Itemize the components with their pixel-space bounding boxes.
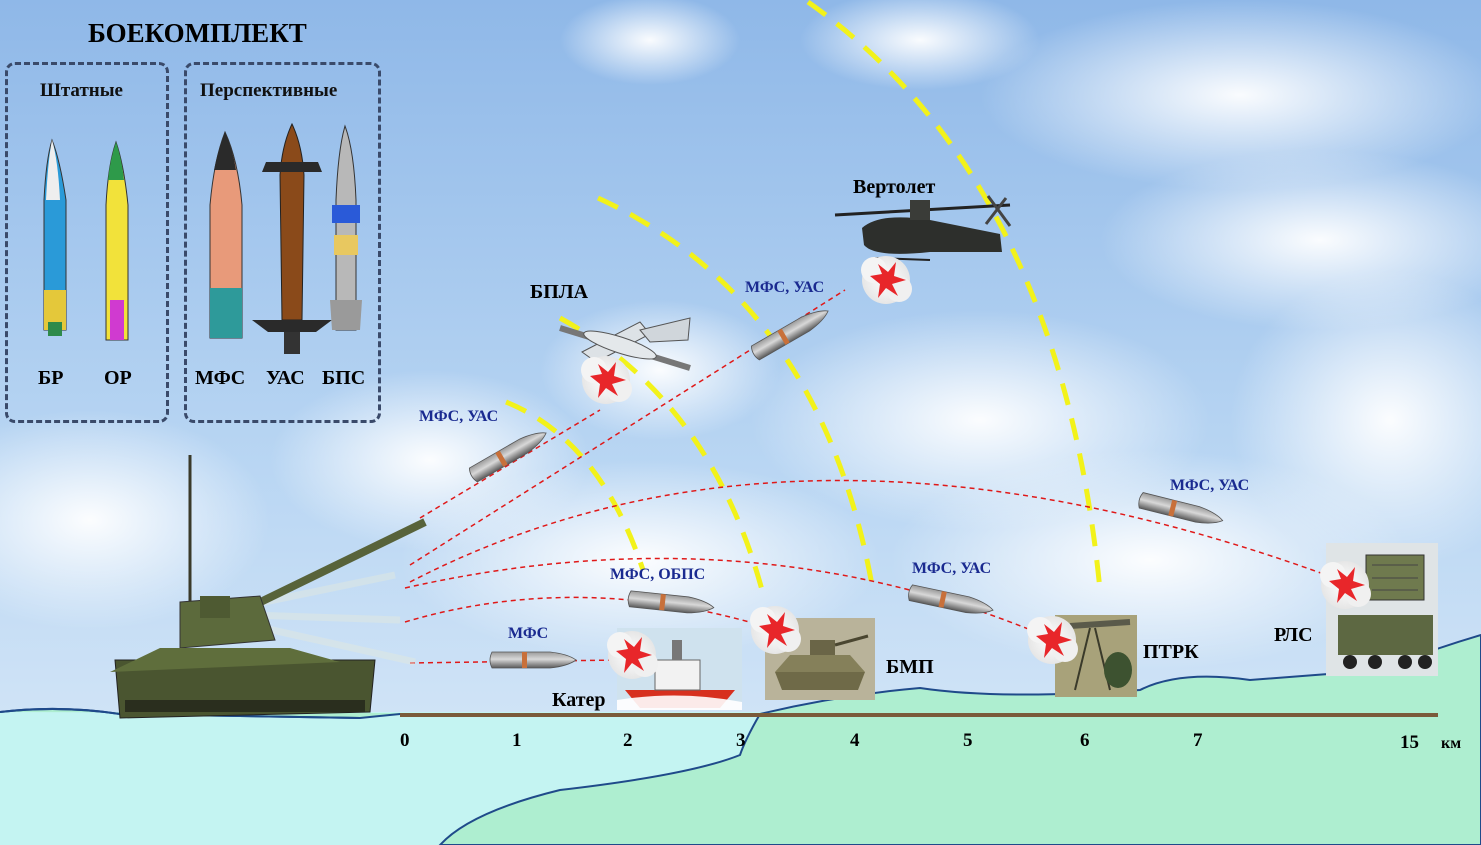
standard-rounds-panel (5, 62, 169, 423)
range-tick-7: 7 (1193, 730, 1203, 751)
round-label-uas: УАС (266, 367, 305, 389)
range-tick-2: 2 (623, 730, 633, 751)
range-unit: км (1441, 735, 1462, 752)
target-label-boat: Катер (552, 689, 606, 711)
trajectories (404, 289, 1341, 664)
round-bps-illustration (330, 124, 362, 331)
ammo-label-uav-shot: МФС, УАС (419, 408, 499, 425)
uav-drone (559, 317, 691, 371)
target-label-radar: РЛС (1274, 624, 1313, 646)
prospective-panel-title: Перспективные (200, 80, 338, 101)
round-label-br: БР (38, 367, 64, 389)
round-uas-illustration (252, 122, 332, 354)
ammo-label-boat-shot: МФС (508, 625, 549, 642)
round-label-mfs: МФС (195, 367, 246, 389)
target-label-atgm: ПТРК (1143, 641, 1199, 663)
range-tick-15: 15 (1400, 732, 1419, 753)
round-or-illustration (105, 140, 129, 341)
spaag-vehicle (110, 455, 427, 719)
range-tick-3: 3 (736, 730, 746, 751)
round-label-or: ОР (104, 367, 132, 389)
prospective-rounds-panel (184, 62, 381, 423)
target-label-ifv: БМП (886, 656, 934, 678)
range-tick-1: 1 (512, 730, 522, 751)
ammo-label-helicopter-shot: МФС, УАС (745, 279, 825, 296)
helicopter (834, 195, 1012, 261)
ammo-panel-title: БОЕКОМПЛЕКТ (88, 18, 307, 48)
ammo-label-atgm-shot: МФС, УАС (912, 560, 992, 577)
range-tick-5: 5 (963, 730, 973, 751)
round-br-illustration (43, 138, 67, 336)
range-tick-0: 0 (400, 730, 410, 751)
target-label-helicopter: Вертолет (853, 176, 936, 198)
ammo-label-ifv-shot: МФС, ОБПС (610, 566, 706, 583)
ammo-label-radar-shot: МФС, УАС (1170, 477, 1250, 494)
target-label-uav: БПЛА (530, 281, 589, 303)
round-label-bps: БПС (322, 367, 366, 389)
standard-panel-title: Штатные (40, 80, 123, 101)
round-mfs-illustration (209, 130, 243, 339)
range-tick-6: 6 (1080, 730, 1090, 751)
range-tick-4: 4 (850, 730, 860, 751)
